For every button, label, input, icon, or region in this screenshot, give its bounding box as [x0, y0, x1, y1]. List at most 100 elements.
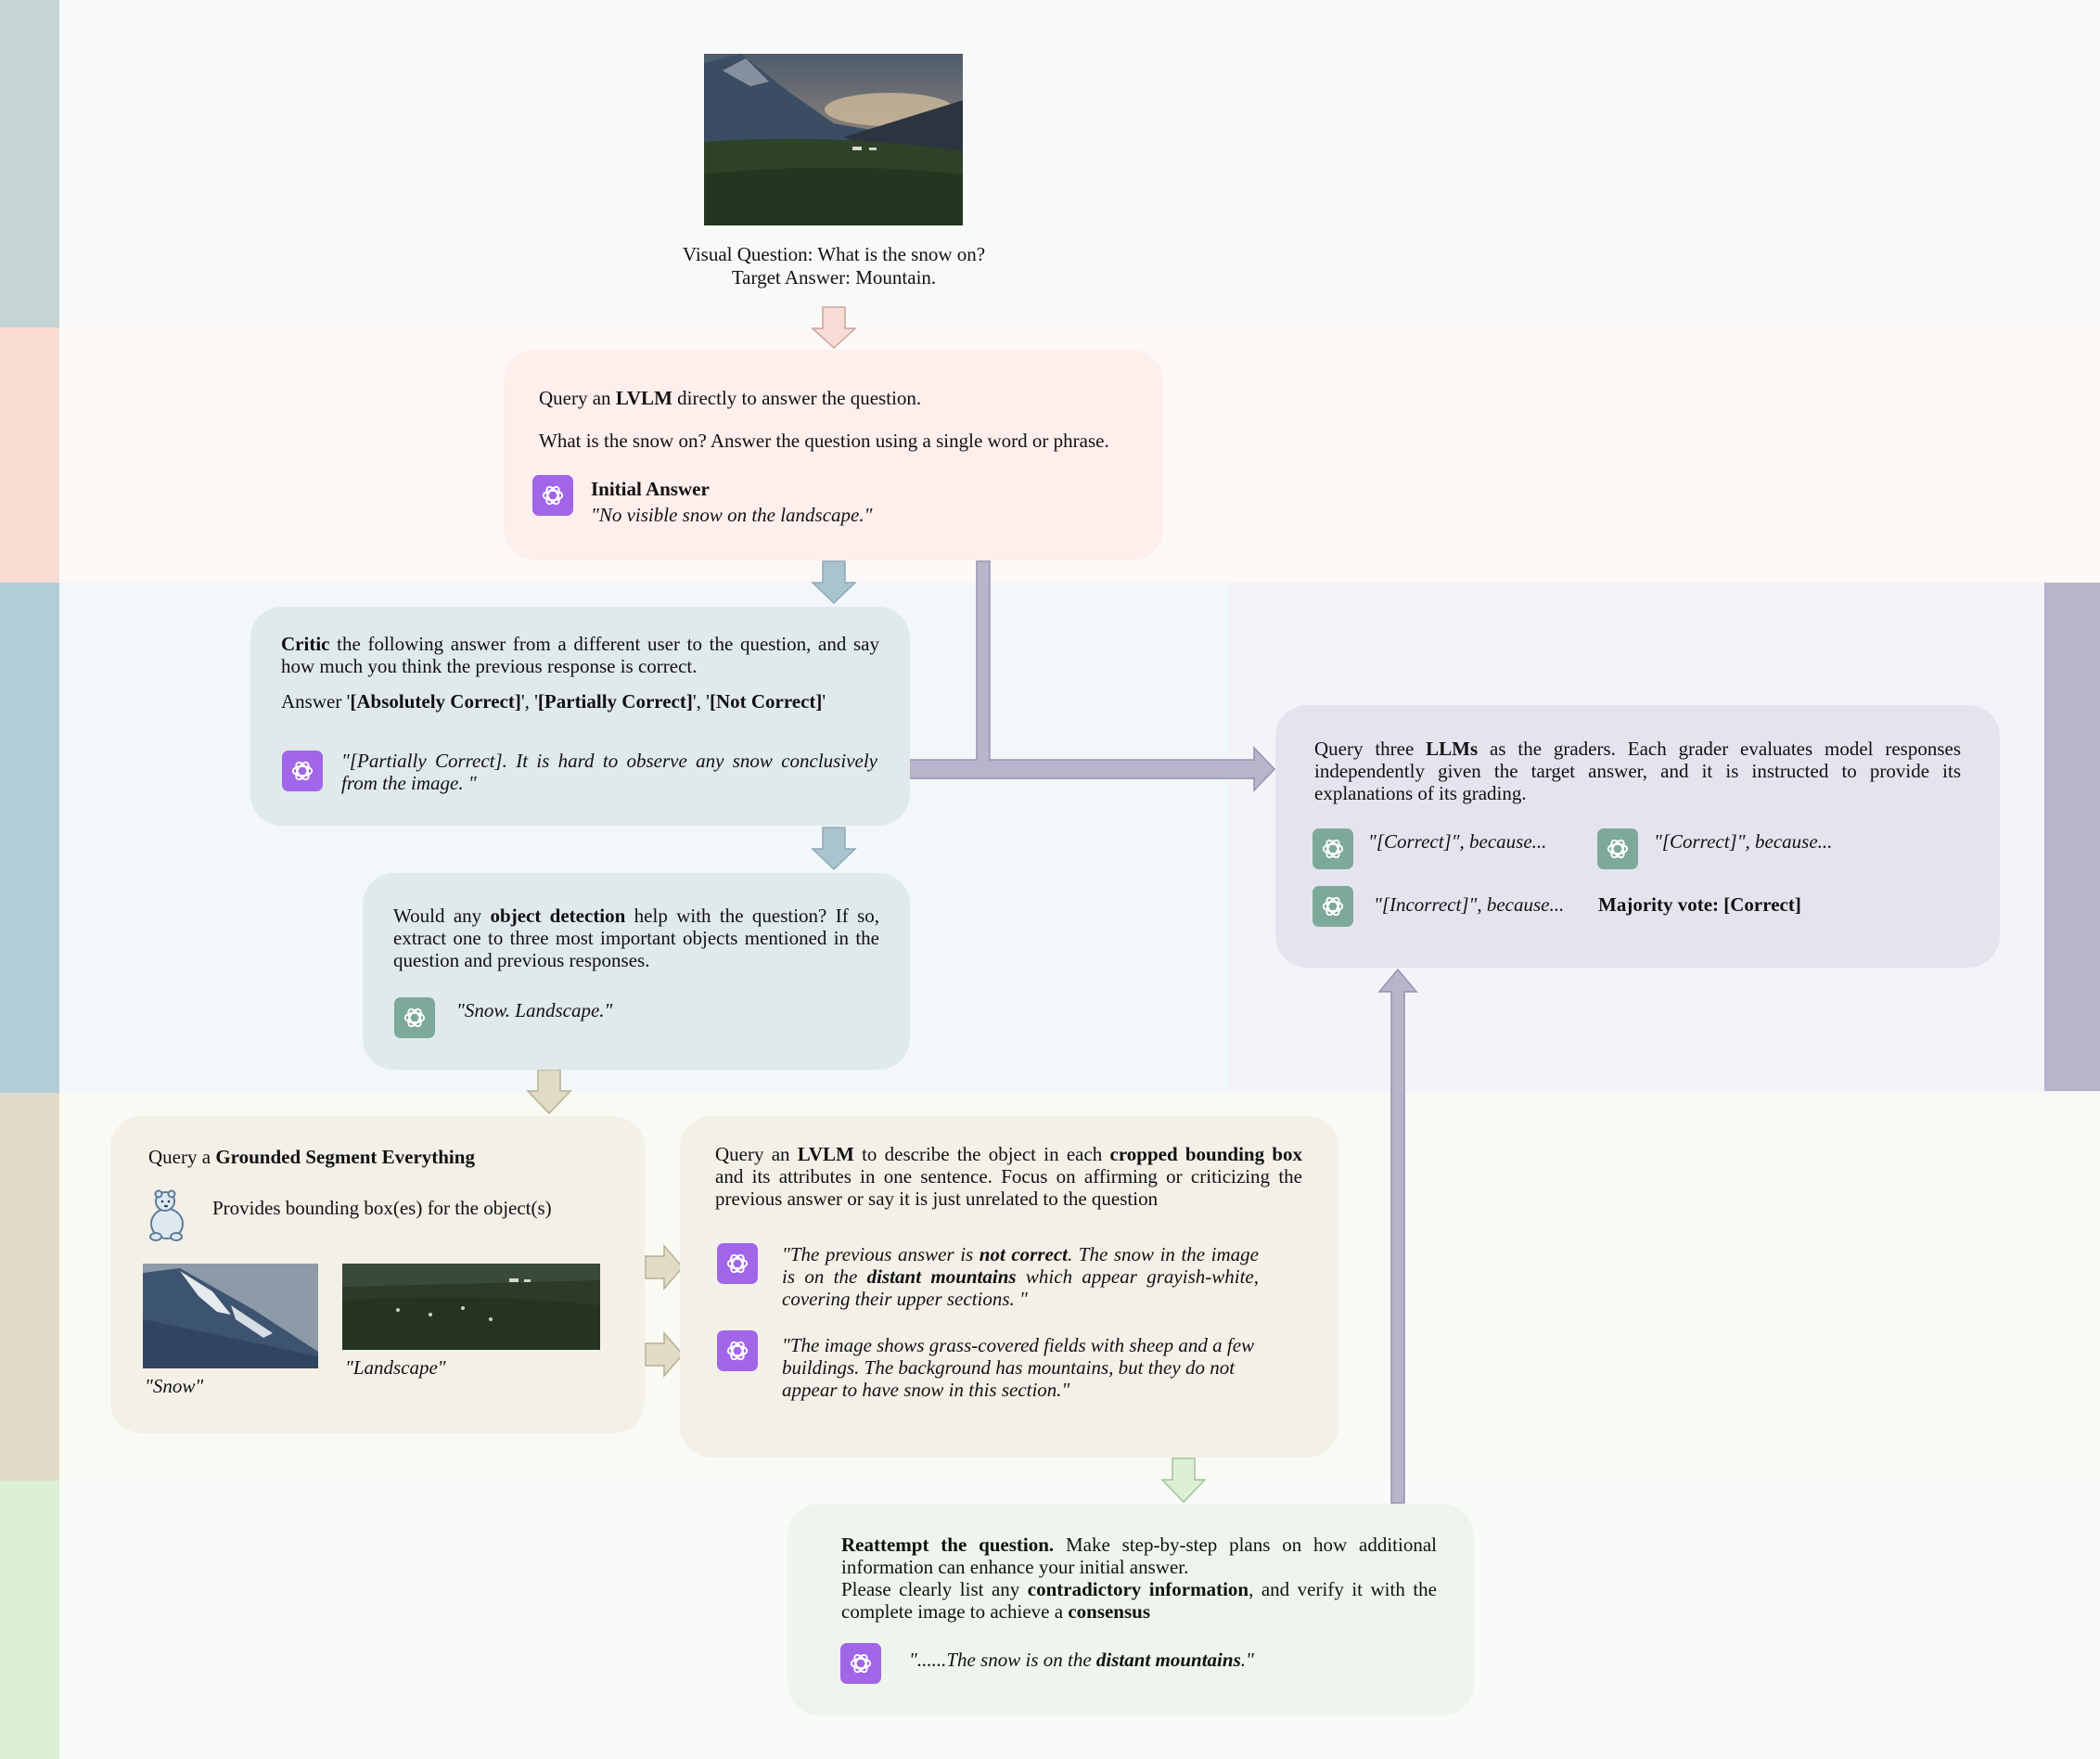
polar-bear-icon: [143, 1187, 191, 1242]
detection-text-b: help with the question? If so, extract o…: [393, 905, 880, 971]
detection-instruction: Would any object detection help with the…: [393, 905, 879, 971]
detection-response: "Snow. Landscape.": [456, 999, 613, 1021]
describe-r1-c: . The snow in the image is on the: [782, 1243, 1259, 1288]
initial-answer-text: "No visible snow on the landscape.": [591, 504, 873, 526]
critic-text: the following answer from a different us…: [281, 633, 879, 677]
chatgpt-icon: [717, 1243, 758, 1284]
lvlm-label: LVLM: [797, 1143, 854, 1165]
detection-text-a: Would any: [393, 905, 491, 927]
critic-instruction: Critic the following answer from a diffe…: [281, 633, 879, 677]
reattempt-box: Reattempt the question. Make step-by-ste…: [788, 1504, 1474, 1715]
reattempt-text-b: Please clearly list any: [841, 1578, 1028, 1600]
stage4-stripe: [0, 1481, 59, 1759]
chatgpt-icon: [1597, 828, 1638, 869]
critic-options-sep1: ', ': [520, 690, 538, 713]
visual-question: Visual Question: What is the snow on?: [682, 243, 986, 265]
initial-answer-title: Initial Answer: [591, 478, 710, 500]
object-detection-label: object detection: [490, 905, 626, 927]
contradictory-information-label: contradictory information: [1027, 1578, 1249, 1600]
describe-r1-not-correct: not correct: [979, 1243, 1068, 1265]
stage3-stripe: [0, 1093, 59, 1481]
graders-instruction: Query three LLMs as the graders. Each gr…: [1314, 738, 1961, 804]
cropped-bounding-box-label: cropped bounding box: [1109, 1143, 1303, 1165]
consensus-label: consensus: [1068, 1600, 1151, 1623]
target-answer: Target Answer: Mountain.: [731, 266, 937, 289]
reattempt-text-a: Make step-by-step plans on how additiona…: [841, 1534, 1437, 1578]
gse-title: Query a Grounded Segment Everything: [148, 1146, 645, 1168]
describe-text-c: and its attributes in one sentence. Focu…: [715, 1165, 1302, 1210]
lvlm-label: LVLM: [615, 387, 672, 409]
reattempt-r-c: .": [1240, 1649, 1254, 1671]
describe-r1-e: which appear grayish-white, covering the…: [782, 1265, 1259, 1310]
describe-response-snow: "The previous answer is not correct. The…: [782, 1243, 1259, 1310]
option-not-correct: [Not Correct]: [709, 690, 823, 713]
describe-text-b: to describe the object in each: [853, 1143, 1110, 1165]
crop-snow-label: "Snow": [145, 1375, 204, 1397]
reattempt-r-a: "......The snow is on the: [909, 1649, 1096, 1671]
graders-text-b: as the graders. Each grader evaluates mo…: [1314, 738, 1962, 804]
chatgpt-icon: [717, 1330, 758, 1371]
option-partially-correct: [Partially Correct]: [537, 690, 693, 713]
graders-text-a: Query three: [1314, 738, 1427, 760]
arrow-gse-to-describe-2: [645, 1330, 684, 1379]
critic-options-prefix: Answer ': [281, 690, 351, 713]
graders-box: Query three LLMs as the graders. Each gr…: [1275, 705, 2000, 968]
reattempt-instruction-2: Please clearly list any contradictory in…: [841, 1578, 1437, 1623]
reattempt-distant-mountains: distant mountains: [1095, 1649, 1241, 1671]
crop-landscape-image: [342, 1264, 600, 1350]
input-image: [704, 54, 963, 225]
arrow-describe-to-reattempt: [1160, 1457, 1207, 1504]
describe-box: Query an LVLM to describe the object in …: [680, 1116, 1338, 1457]
critic-box: Critic the following answer from a diffe…: [250, 607, 910, 826]
stage0-band: [0, 0, 2100, 327]
critic-response: "[Partially Correct]. It is hard to obse…: [341, 750, 877, 794]
describe-text-a: Query an: [715, 1143, 798, 1165]
chatgpt-icon: [394, 997, 435, 1038]
chatgpt-icon: [840, 1643, 881, 1684]
direct-query-text-a: Query an: [539, 387, 616, 409]
gse-description: Provides bounding box(es) for the object…: [212, 1197, 552, 1219]
reattempt-text-c: , and verify it with the complete image …: [841, 1578, 1437, 1623]
direct-query-box: Query an LVLM directly to answer the que…: [504, 350, 1163, 560]
connector-stage1-to-graders: [908, 560, 1276, 792]
stage2-stripe: [0, 583, 59, 1093]
direct-query-line1: Query an LVLM directly to answer the que…: [539, 387, 1163, 409]
stage0-stripe: [0, 0, 59, 327]
majority-vote: Majority vote: [Correct]: [1598, 893, 1801, 916]
crop-landscape-label: "Landscape": [345, 1356, 446, 1379]
direct-query-text-b: directly to answer the question.: [672, 387, 922, 409]
chatgpt-icon: [282, 751, 323, 791]
detection-box: Would any object detection help with the…: [363, 873, 910, 1070]
grader-1-verdict: "[Correct]", because...: [1368, 830, 1547, 853]
llms-label: LLMs: [1426, 738, 1479, 760]
arrow-stage1-to-critic: [811, 560, 857, 605]
chatgpt-icon: [532, 475, 573, 516]
arrow-reattempt-to-graders: [1377, 968, 1418, 1504]
chatgpt-icon: [1312, 828, 1353, 869]
critic-bold: Critic: [281, 633, 330, 655]
arrow-gse-to-describe-1: [645, 1243, 684, 1291]
describe-instruction: Query an LVLM to describe the object in …: [715, 1143, 1302, 1210]
grader-stripe: [2044, 583, 2100, 1091]
critic-options-sep2: ', ': [692, 690, 710, 713]
arrow-detection-to-gse: [526, 1069, 572, 1115]
describe-response-landscape: "The image shows grass-covered fields wi…: [782, 1334, 1255, 1401]
grader-3-verdict: "[Incorrect]", because...: [1374, 893, 1565, 916]
option-absolutely-correct: [Absolutely Correct]: [350, 690, 521, 713]
arrow-critic-to-detection: [811, 827, 857, 871]
reattempt-label: Reattempt the question.: [841, 1534, 1055, 1556]
describe-r1-distant-mountains: distant mountains: [866, 1265, 1017, 1288]
chatgpt-icon: [1312, 886, 1353, 927]
gse-text-a: Query a: [148, 1146, 216, 1168]
stage1-stripe: [0, 327, 59, 583]
describe-r1-a: "The previous answer is: [782, 1243, 980, 1265]
reattempt-instruction: Reattempt the question. Make step-by-ste…: [841, 1534, 1437, 1578]
grader-2-verdict: "[Correct]", because...: [1654, 830, 1833, 853]
direct-query-line2: What is the snow on? Answer the question…: [539, 430, 1109, 452]
reattempt-response: "......The snow is on the distant mounta…: [909, 1649, 1254, 1672]
arrow-stage0-to-stage1: [811, 306, 857, 350]
grounded-segment-everything-label: Grounded Segment Everything: [215, 1146, 475, 1168]
crop-snow-image: [143, 1264, 318, 1368]
critic-options: Answer '[Absolutely Correct]', '[Partial…: [281, 690, 879, 713]
